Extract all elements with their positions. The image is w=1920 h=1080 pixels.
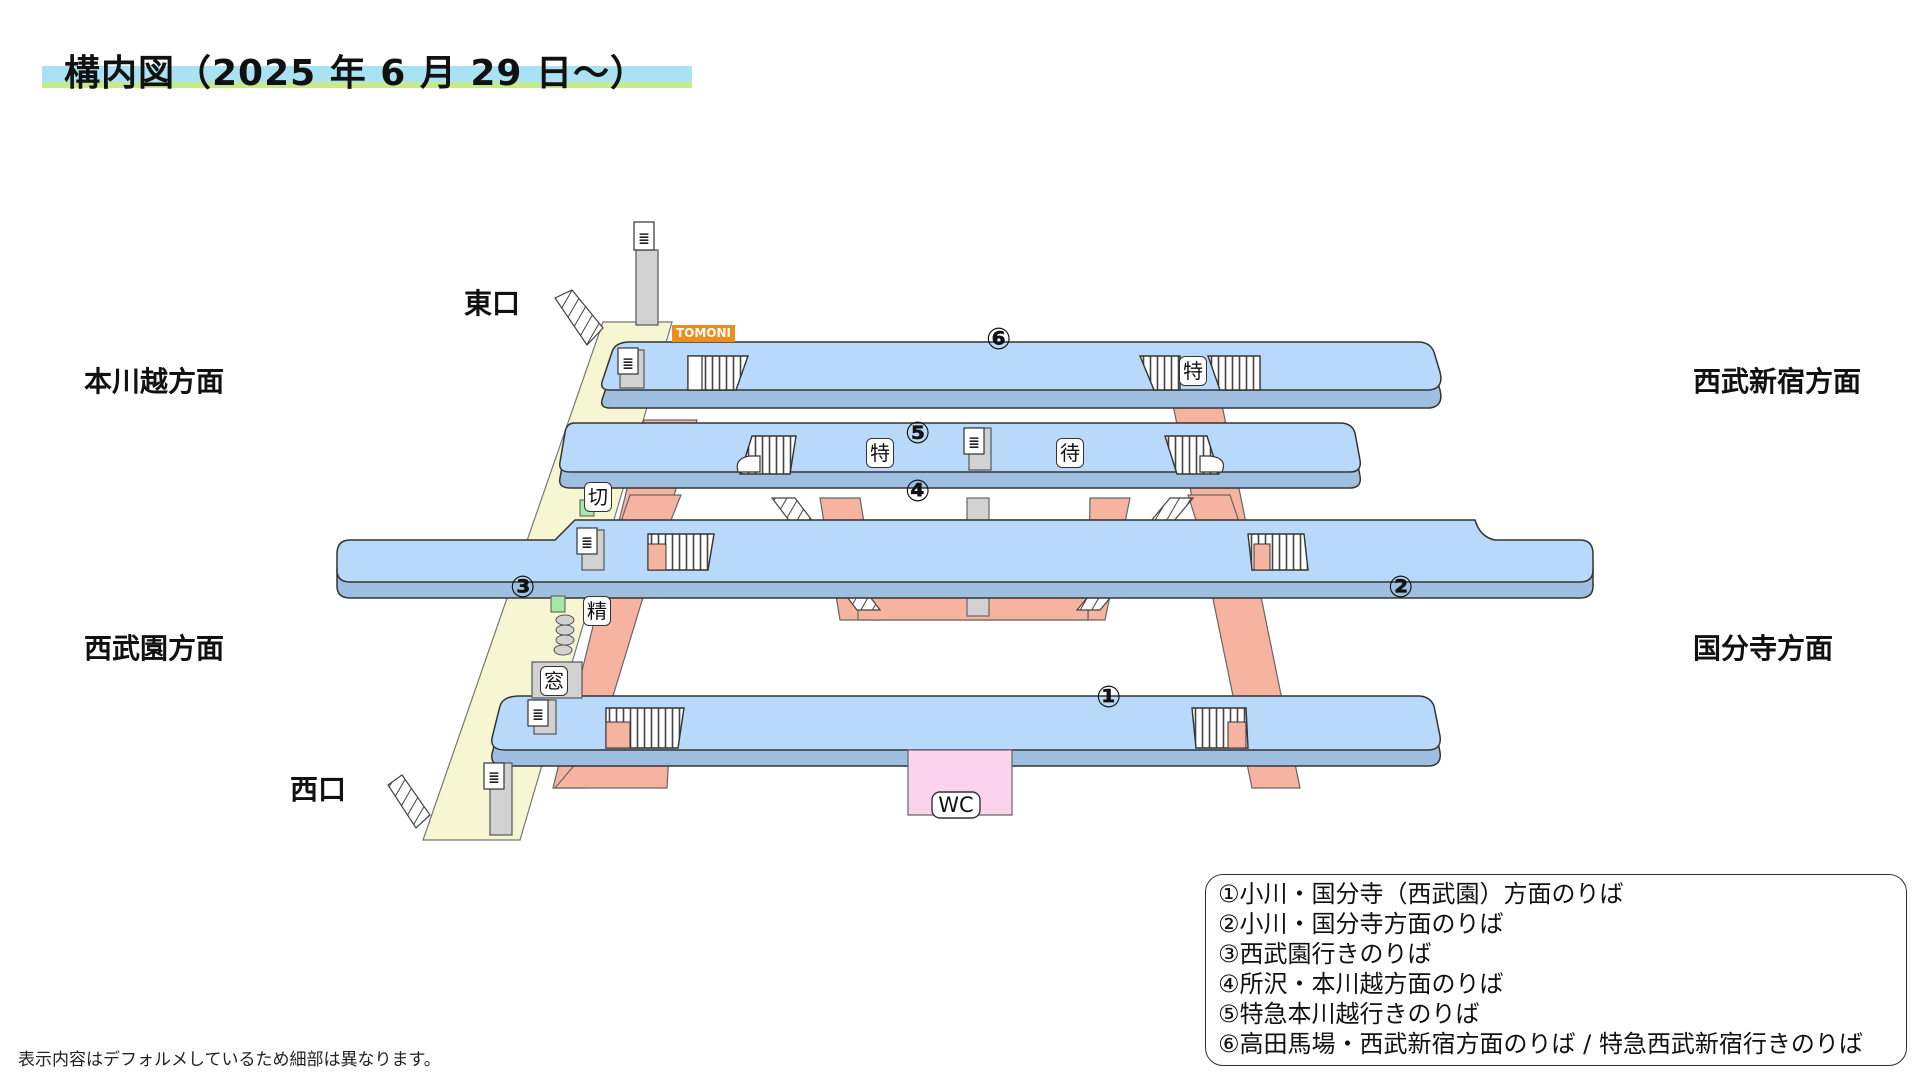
- platform-number-5: ⑤: [905, 416, 931, 451]
- stairs-icon: [605, 707, 685, 749]
- direction-seibuen: 西武園方面: [84, 632, 225, 665]
- legend-item-5: ⑤特急本川越行きのりば: [1218, 1000, 1480, 1028]
- svg-text:≣: ≣: [622, 356, 634, 372]
- gate-stones: [553, 614, 575, 656]
- title-band-blue: [42, 66, 692, 82]
- limited-express-ticket-5[interactable]: 特: [866, 438, 894, 468]
- gate-marker: [550, 595, 566, 613]
- stairs-icon: [387, 774, 431, 829]
- legend-item-6: ⑥高田馬場・西武新宿方面のりば / 特急西武新宿行きのりば: [1218, 1030, 1863, 1058]
- svg-text:≣: ≣: [968, 435, 980, 451]
- title-band-green: [42, 82, 692, 88]
- direction-seibu-shinjuku: 西武新宿方面: [1693, 365, 1862, 398]
- limited-express-ticket-6[interactable]: 特: [1179, 356, 1207, 386]
- elevators[interactable]: ≣ ≣ ≣ ≣ ≣ ≣: [483, 221, 992, 836]
- stairs-icon: [687, 355, 749, 391]
- legend-item-1: ①小川・国分寺（西武園）方面のりば: [1218, 880, 1624, 908]
- elevator-icon: ≣: [633, 221, 659, 326]
- legend-item-4: ④所沢・本川越方面のりば: [1218, 970, 1504, 998]
- stairs-icon: [554, 289, 604, 346]
- legend-item-2: ②小川・国分寺方面のりば: [1218, 910, 1504, 938]
- stairs-icon: [1138, 355, 1181, 391]
- exit-west[interactable]: 西口: [290, 773, 347, 806]
- platform-number-1: ①: [1096, 680, 1122, 715]
- ticket-window[interactable]: 窓: [540, 666, 568, 696]
- platform-number-6: ⑥: [986, 322, 1012, 357]
- fare-adjustment[interactable]: 精: [583, 596, 611, 626]
- stairs-icon: [1247, 533, 1309, 571]
- ticket-gate[interactable]: 切: [584, 482, 612, 512]
- footnote: 表示内容はデフォルメしているため細部は異なります。: [18, 1050, 441, 1070]
- escalator-icon: [736, 455, 761, 473]
- page-title-area: 構内図（2025 年 6 月 29 日～）: [42, 44, 692, 94]
- direction-hon-kawagoe: 本川越方面: [84, 365, 225, 398]
- elevator-icon: ≣: [527, 699, 557, 735]
- svg-text:≣: ≣: [638, 231, 650, 247]
- platform-legend: ①小川・国分寺（西武園）方面のりば ②小川・国分寺方面のりば ③西武園行きのりば…: [1205, 874, 1907, 1066]
- shop-sign: TOMONI: [672, 325, 735, 342]
- escalator-icon: [1199, 455, 1225, 473]
- toilet-area[interactable]: [907, 749, 1013, 819]
- legend-item-3: ③西武園行きのりば: [1218, 940, 1432, 968]
- exit-east[interactable]: 東口: [464, 287, 521, 320]
- toilet-label[interactable]: WC: [938, 793, 974, 817]
- elevator-icon: ≣: [483, 762, 513, 836]
- platform-number-2: ②: [1388, 570, 1414, 605]
- stairs-icon: [1191, 707, 1249, 749]
- page-title: 構内図（2025 年 6 月 29 日～）: [64, 53, 648, 94]
- elevator-icon: ≣: [963, 427, 992, 471]
- svg-text:≣: ≣: [488, 770, 500, 786]
- platform-number-3: ③: [510, 570, 536, 605]
- elevator-icon: ≣: [617, 347, 645, 389]
- exit-stairs: [387, 289, 604, 829]
- waiting-room[interactable]: 待: [1056, 438, 1084, 468]
- platform-4-5[interactable]: [558, 422, 1362, 489]
- platform-number-4: ④: [905, 474, 931, 509]
- stairs-icon: [1207, 355, 1261, 391]
- elevator-icon: ≣: [576, 527, 605, 571]
- svg-text:≣: ≣: [532, 707, 544, 723]
- direction-kokubunji: 国分寺方面: [1693, 632, 1834, 665]
- svg-text:≣: ≣: [581, 535, 593, 551]
- stairs-icon: [647, 533, 715, 571]
